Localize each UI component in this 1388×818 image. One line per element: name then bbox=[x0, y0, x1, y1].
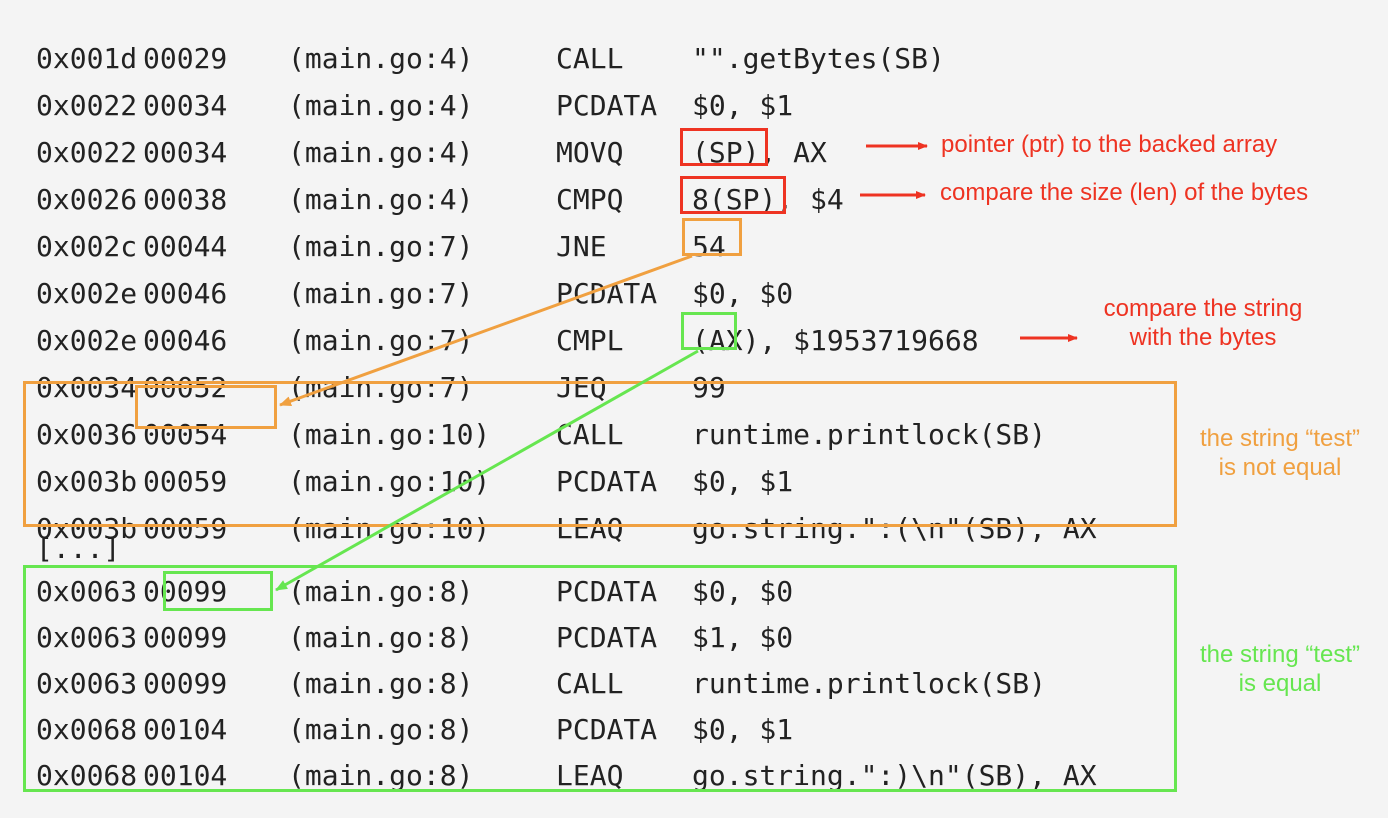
code-opcode: PCDATA bbox=[556, 713, 658, 746]
code-opcode: LEAQ bbox=[556, 759, 624, 792]
highlight-jeq-target bbox=[681, 312, 737, 350]
code-operands: $0, $0 bbox=[692, 575, 794, 608]
annotation-size: compare the size (len) of the bytes bbox=[940, 179, 1309, 206]
code-address: 0x0022 bbox=[36, 136, 138, 169]
code-offset: 00059 bbox=[143, 465, 228, 498]
code-source: (main.go:10) bbox=[288, 418, 491, 451]
code-operands: $0, $1 bbox=[692, 89, 794, 122]
code-offset: 00044 bbox=[143, 230, 228, 263]
code-operands: runtime.printlock(SB) bbox=[692, 418, 1047, 451]
code-source: (main.go:8) bbox=[288, 713, 474, 746]
code-source: (main.go:4) bbox=[288, 42, 474, 75]
code-address: 0x0063 bbox=[36, 621, 138, 654]
code-operands: 8(SP), $4 bbox=[692, 183, 844, 216]
annotation-not-equal: the string “test” is not equal bbox=[1199, 425, 1361, 481]
code-source: (main.go:7) bbox=[288, 324, 474, 357]
annotation-compare: compare the string with the bytes bbox=[1103, 295, 1303, 351]
code-operands: $0, $1 bbox=[692, 465, 794, 498]
annotation-pointer: pointer (ptr) to the backed array bbox=[941, 131, 1278, 158]
code-operands: runtime.printlock(SB) bbox=[692, 667, 1047, 700]
code-address: 0x0063 bbox=[36, 667, 138, 700]
annotation-equal: the string “test” is equal bbox=[1199, 641, 1361, 697]
code-opcode: JNE bbox=[556, 230, 607, 263]
code-operands: $0, $0 bbox=[692, 277, 794, 310]
code-offset: 00029 bbox=[143, 42, 228, 75]
code-source: (main.go:8) bbox=[288, 575, 474, 608]
highlight-sp bbox=[680, 128, 768, 166]
code-operands: $0, $1 bbox=[692, 713, 794, 746]
code-opcode: CMPQ bbox=[556, 183, 624, 216]
code-address: 0x0036 bbox=[36, 418, 138, 451]
block-not-equal bbox=[23, 381, 1177, 527]
code-offset: 00059 bbox=[143, 512, 228, 545]
code-address: 0x0022 bbox=[36, 89, 138, 122]
code-source: (main.go:7) bbox=[288, 230, 474, 263]
ellipsis: [...] bbox=[36, 532, 121, 565]
code-address: 0x0063 bbox=[36, 575, 138, 608]
code-offset: 00034 bbox=[143, 89, 228, 122]
code-address: 0x0034 bbox=[36, 371, 138, 404]
code-offset: 00104 bbox=[143, 759, 228, 792]
code-operands: go.string.":(\n"(SB), AX bbox=[692, 512, 1097, 545]
code-opcode: LEAQ bbox=[556, 512, 624, 545]
code-address: 0x001d bbox=[36, 42, 138, 75]
code-source: (main.go:10) bbox=[288, 465, 491, 498]
code-offset: 00046 bbox=[143, 324, 228, 357]
highlight-jne-target bbox=[682, 218, 742, 256]
code-offset: 00054 bbox=[143, 418, 228, 451]
code-opcode: MOVQ bbox=[556, 136, 624, 169]
code-operands: go.string.":)\n"(SB), AX bbox=[692, 759, 1097, 792]
code-offset: 00038 bbox=[143, 183, 228, 216]
arrow-jne bbox=[279, 254, 693, 407]
code-opcode: CALL bbox=[556, 42, 624, 75]
code-address: 0x002c bbox=[36, 230, 138, 263]
code-offset: 00104 bbox=[143, 713, 228, 746]
code-source: (main.go:8) bbox=[288, 759, 474, 792]
code-address: 0x0026 bbox=[36, 183, 138, 216]
code-offset: 00099 bbox=[143, 621, 228, 654]
code-source: (main.go:7) bbox=[288, 371, 474, 404]
code-source: (main.go:8) bbox=[288, 621, 474, 654]
highlight-offset-00099 bbox=[163, 571, 273, 611]
code-opcode: CMPL bbox=[556, 324, 624, 357]
code-source: (main.go:4) bbox=[288, 89, 474, 122]
code-opcode: PCDATA bbox=[556, 465, 658, 498]
code-opcode: JEQ bbox=[556, 371, 607, 404]
block-equal bbox=[23, 565, 1177, 792]
code-address: 0x003b bbox=[36, 512, 138, 545]
code-offset: 00046 bbox=[143, 277, 228, 310]
code-address: 0x003b bbox=[36, 465, 138, 498]
code-source: (main.go:10) bbox=[288, 512, 491, 545]
code-offset: 00034 bbox=[143, 136, 228, 169]
code-opcode: CALL bbox=[556, 667, 624, 700]
code-source: (main.go:4) bbox=[288, 183, 474, 216]
code-address: 0x0068 bbox=[36, 759, 138, 792]
code-operands: $1, $0 bbox=[692, 621, 794, 654]
code-source: (main.go:8) bbox=[288, 667, 474, 700]
arrow-jeq bbox=[275, 349, 699, 592]
code-source: (main.go:7) bbox=[288, 277, 474, 310]
highlight-8sp bbox=[680, 176, 786, 214]
code-offset: 00099 bbox=[143, 575, 228, 608]
code-opcode: PCDATA bbox=[556, 575, 658, 608]
code-opcode: PCDATA bbox=[556, 621, 658, 654]
code-address: 0x002e bbox=[36, 277, 138, 310]
code-opcode: PCDATA bbox=[556, 277, 658, 310]
code-operands: 99 bbox=[692, 371, 726, 404]
code-opcode: PCDATA bbox=[556, 89, 658, 122]
code-address: 0x002e bbox=[36, 324, 138, 357]
code-operands: "".getBytes(SB) bbox=[692, 42, 945, 75]
code-operands: 54 bbox=[692, 230, 726, 263]
code-address: 0x0068 bbox=[36, 713, 138, 746]
highlight-offset-00054 bbox=[135, 385, 277, 429]
code-source: (main.go:4) bbox=[288, 136, 474, 169]
code-offset: 00099 bbox=[143, 667, 228, 700]
